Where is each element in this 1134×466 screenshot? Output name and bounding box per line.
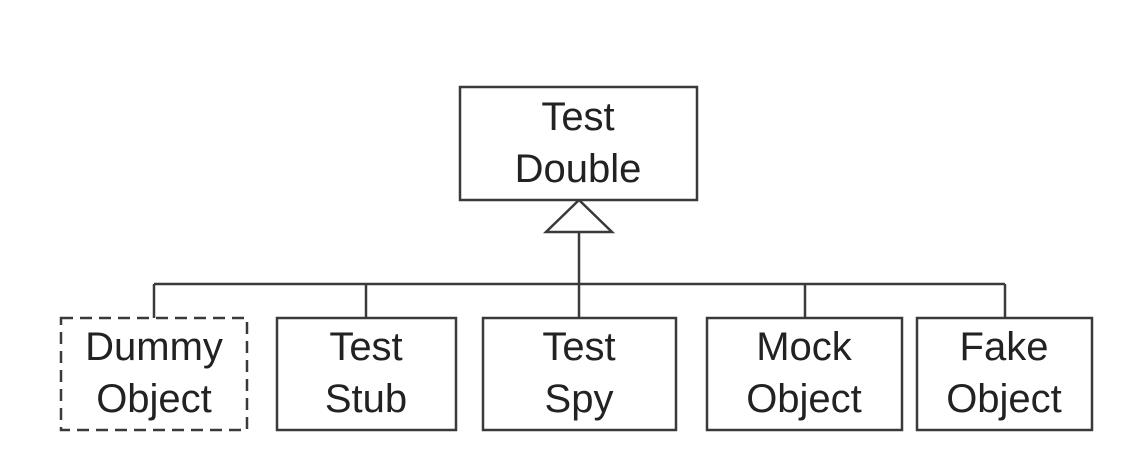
dummy-object-label-line2: Object — [96, 377, 212, 421]
dummy-object-label-line1: Dummy — [85, 325, 223, 369]
test-double-label-line1: Test — [541, 95, 614, 139]
mock-object-box: Mock Object — [705, 316, 904, 432]
test-spy-label-line2: Spy — [545, 377, 614, 421]
test-spy-label-line1: Test — [542, 325, 615, 369]
fake-object-label-line2: Object — [946, 377, 1062, 421]
fake-object-box-border — [915, 316, 1094, 432]
dummy-object-box: Dummy Object — [59, 316, 249, 432]
connector-lines — [152, 232, 1007, 318]
test-double-box-border — [458, 85, 699, 202]
test-double-box: Test Double — [458, 85, 699, 202]
mock-object-box-border — [705, 316, 904, 432]
dummy-object-box-border — [59, 316, 249, 432]
fake-object-box: Fake Object — [915, 316, 1094, 432]
test-spy-box: Test Spy — [481, 316, 678, 432]
test-stub-box-border — [275, 316, 458, 432]
test-spy-box-border — [481, 316, 678, 432]
test-double-label-line2: Double — [515, 147, 642, 191]
mock-object-label-line2: Object — [746, 377, 862, 421]
fake-object-label-line1: Fake — [960, 325, 1049, 369]
test-stub-label-line1: Test — [329, 325, 402, 369]
generalization-arrowhead — [542, 198, 616, 234]
mock-object-label-line1: Mock — [756, 325, 853, 369]
test-stub-box: Test Stub — [275, 316, 458, 432]
test-stub-label-line2: Stub — [325, 377, 407, 421]
